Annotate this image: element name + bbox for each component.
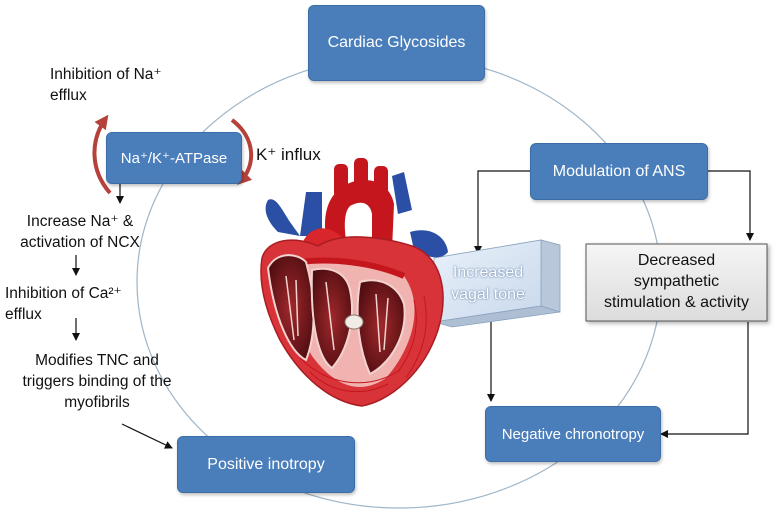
arrow-ans-to-vagal (474, 170, 530, 254)
modulation-ans-box: Modulation of ANS (530, 143, 708, 200)
sympathetic-line2: sympathetic (633, 273, 720, 290)
increase-na-label: Increase Na⁺ & activation of NCX (10, 211, 150, 253)
modulation-ans-label: Modulation of ANS (552, 162, 686, 180)
increase-na-line2: activation of NCX (20, 234, 140, 251)
vagal-tone-box (433, 239, 561, 328)
arrow-sympathetic-to-chronotropy (660, 322, 749, 438)
vagal-line2: vagal tone (451, 286, 525, 303)
inhibition-ca-line2: efflux (5, 306, 42, 323)
inhibition-ca-line1: Inhibition of Ca²⁺ (5, 285, 122, 302)
negative-chronotropy-box: Negative chronotropy (485, 406, 661, 462)
sympathetic-box (585, 243, 768, 322)
arrow-ans-to-sympathetic (708, 170, 754, 241)
k-influx-label: K⁺ influx (256, 144, 321, 165)
sympathetic-line1: Decreased (637, 252, 716, 269)
cardiac-glycosides-box: Cardiac Glycosides (308, 5, 485, 81)
sympathetic-label: Decreased sympathetic stimulation & acti… (586, 250, 767, 313)
vagal-tone-label: Increased vagal tone (438, 262, 538, 306)
inhibition-ca-label: Inhibition of Ca²⁺ efflux (5, 283, 122, 325)
inhibition-na-label: Inhibition of Na⁺ efflux (50, 64, 162, 106)
atpase-curved-arrow-right (230, 118, 254, 185)
atpase-curved-arrow-left (92, 114, 112, 195)
positive-inotropy-box: Positive inotropy (177, 436, 355, 493)
negative-chronotropy-label: Negative chronotropy (501, 425, 645, 443)
cardiac-glycosides-label: Cardiac Glycosides (327, 34, 466, 51)
inhibition-na-line1: Inhibition of Na⁺ (50, 66, 162, 83)
atpase-label: Na⁺/K⁺-ATPase (120, 150, 228, 167)
increase-na-line1: Increase Na⁺ & (26, 213, 134, 230)
modifies-line2: triggers binding of the (22, 373, 172, 390)
arrow-modifies-to-inotropy (121, 423, 173, 449)
k-influx-text: K⁺ influx (256, 145, 321, 164)
sympathetic-line3: stimulation & activity (604, 294, 749, 311)
modifies-line1: Modifies TNC and (35, 352, 159, 369)
inhibition-na-line2: efflux (50, 87, 87, 104)
modifies-tnc-label: Modifies TNC and triggers binding of the… (4, 350, 190, 413)
vagal-line1: Increased (452, 264, 524, 281)
atpase-box: Na⁺/K⁺-ATPase (106, 132, 242, 184)
heart-illustration (260, 158, 448, 407)
modifies-line3: myofibrils (64, 394, 130, 411)
positive-inotropy-label: Positive inotropy (207, 455, 325, 473)
